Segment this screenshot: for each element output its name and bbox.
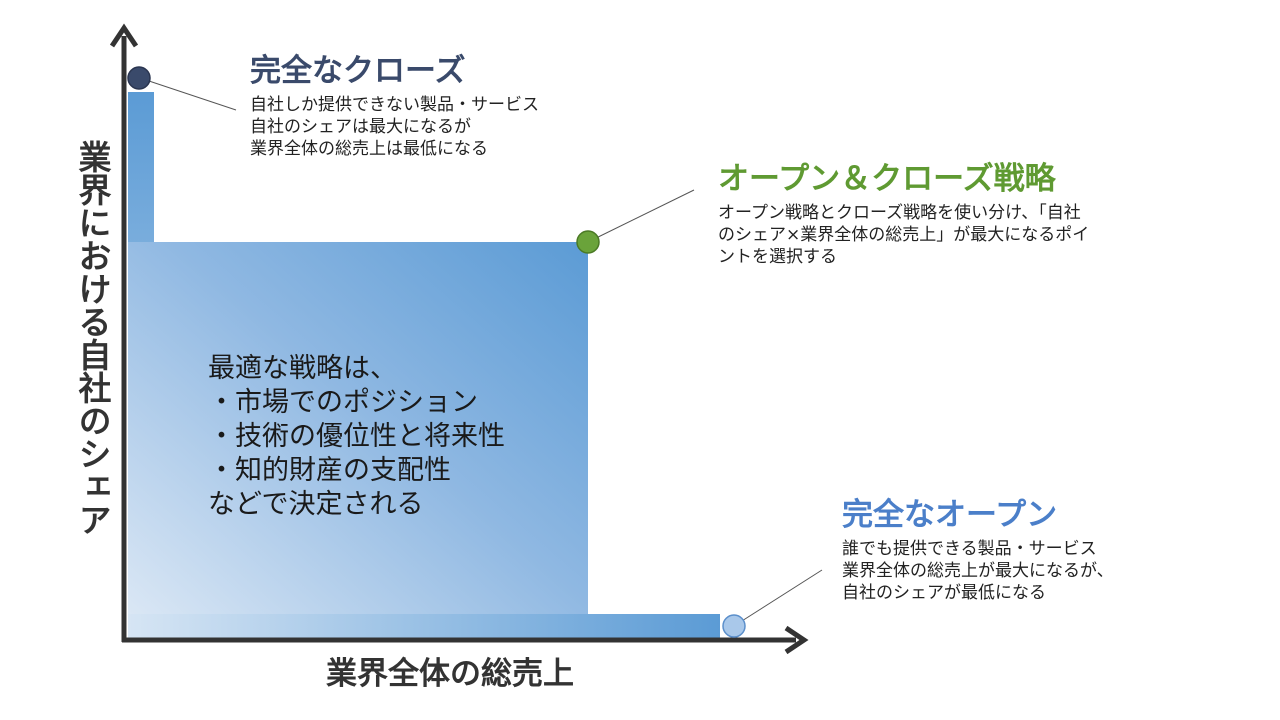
point-open-marker [722, 614, 746, 638]
center-line: などで決定される [208, 489, 424, 520]
open-close-desc-line: オープン戦略とクローズ戦略を使い分け、「自社 [718, 203, 1081, 223]
x-axis-label: 業界全体の総売上 [326, 656, 574, 692]
closed-desc-line: 自社のシェアは最大になるが [250, 117, 471, 137]
connector-open-close [587, 189, 695, 243]
open-close-description: オープン戦略とクローズ戦略を使い分け、「自社 のシェア×業界全体の総売上」が最大… [718, 202, 1089, 268]
x-axis-arrow-icon [784, 625, 809, 655]
open-close-desc-line: のシェア×業界全体の総売上」が最大になるポイ [718, 225, 1090, 245]
center-line: ・知的財産の支配性 [208, 455, 451, 486]
open-description: 誰でも提供できる製品・サービス 業界全体の総売上が最大になるが、 自社のシェアが… [842, 538, 1114, 604]
open-desc-line: 誰でも提供できる製品・サービス [842, 539, 1097, 559]
closed-title: 完全なクローズ [250, 53, 466, 89]
open-desc-line: 業界全体の総売上が最大になるが、 [842, 561, 1114, 581]
closed-description: 自社しか提供できない製品・サービス 自社のシェアは最大になるが 業界全体の総売上… [250, 94, 539, 160]
point-open-close-marker [576, 230, 600, 254]
closed-desc-line: 業界全体の総売上は最低になる [250, 139, 488, 159]
area-open-row [128, 614, 720, 640]
connector-open [733, 569, 823, 627]
connector-closed [139, 77, 237, 111]
point-closed-marker [127, 66, 151, 90]
open-close-desc-line: ントを選択する [718, 247, 837, 267]
center-line: ・技術の優位性と将来性 [208, 421, 505, 452]
open-title: 完全なオープン [842, 497, 1058, 533]
open-close-title: オープン＆クローズ戦略 [718, 161, 1056, 197]
y-axis-label: 業界における自社のシェア [73, 140, 112, 536]
center-explanation: 最適な戦略は、 ・市場でのポジション ・技術の優位性と将来性 ・知的財産の支配性… [208, 352, 505, 522]
center-line: 最適な戦略は、 [208, 353, 397, 384]
area-open-close-block [128, 242, 588, 640]
closed-desc-line: 自社しか提供できない製品・サービス [250, 95, 539, 115]
open-desc-line: 自社のシェアが最低になる [842, 583, 1046, 603]
y-axis-arrow-icon [109, 23, 139, 48]
center-line: ・市場でのポジション [208, 387, 478, 418]
